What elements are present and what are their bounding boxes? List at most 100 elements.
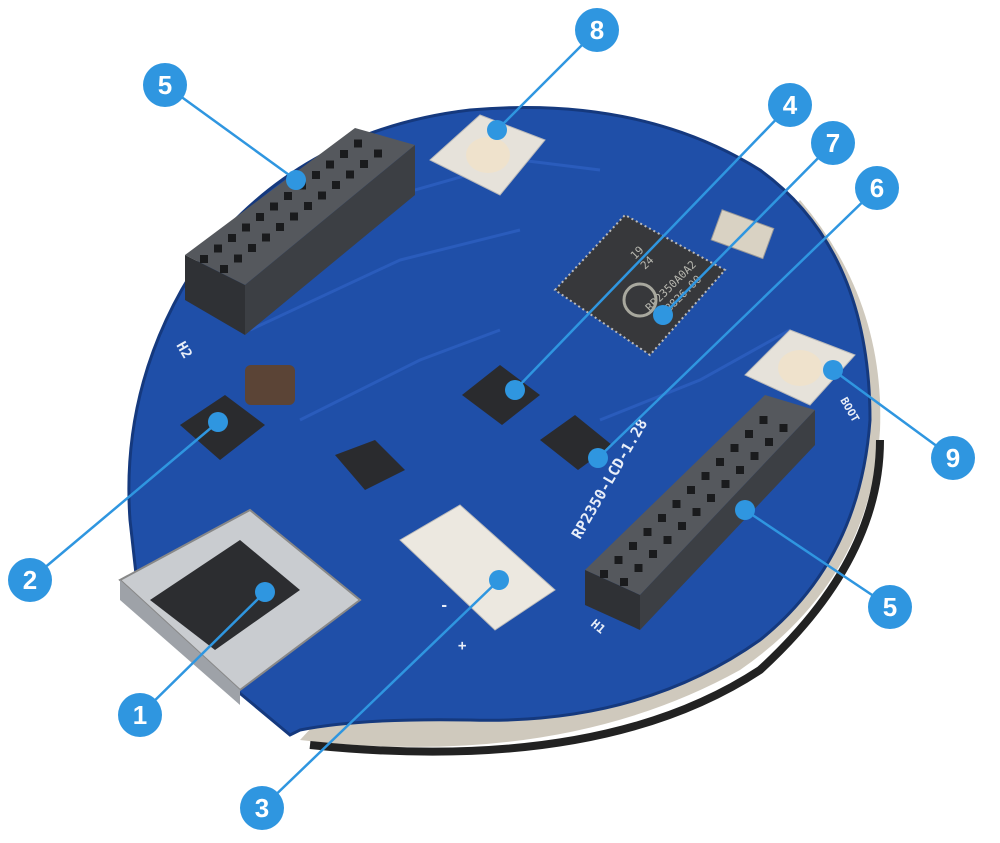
header-pin-hole <box>242 223 250 232</box>
callout-5b: 5 <box>735 500 912 629</box>
callout-badge <box>8 558 52 602</box>
callout-number: 5 <box>158 70 172 100</box>
header-pin-hole <box>759 416 768 424</box>
callout-leader-line <box>514 104 791 391</box>
callout-target-dot <box>588 448 608 468</box>
callout-5a: 5 <box>143 63 306 190</box>
header-pin-hole <box>736 466 744 474</box>
header-pin-hole <box>340 150 348 158</box>
header-pin-hole <box>234 254 242 263</box>
callouts: 5 8 476 9 5 2 1 3 <box>8 8 975 830</box>
boot-button[interactable] <box>744 329 856 406</box>
header-pin-hole <box>284 192 292 200</box>
header-pin-hole <box>765 438 773 446</box>
callout-8: 8 <box>487 8 619 140</box>
display-back <box>309 439 884 756</box>
header-pin-hole <box>730 444 739 452</box>
inductor <box>245 365 295 405</box>
callout-leader-line <box>597 187 878 459</box>
header-pin-hole <box>200 255 208 263</box>
header-pin-hole <box>374 149 382 158</box>
callout-number: 2 <box>23 565 37 595</box>
header-pin-hole <box>614 556 623 564</box>
callout-badge <box>143 63 187 107</box>
header-pin-hole <box>672 500 681 508</box>
callout-target-dot <box>255 582 275 602</box>
callout-badge <box>768 83 812 127</box>
callout-2: 2 <box>8 412 228 602</box>
header-pin-hole <box>318 191 326 200</box>
callout-target-dot <box>208 412 228 432</box>
callout-number: 1 <box>133 700 147 730</box>
header-h2 <box>185 128 415 335</box>
header-pin-hole <box>326 160 334 169</box>
pcb-traces <box>249 158 791 422</box>
callout-target-dot <box>489 570 509 590</box>
callout-target-dot <box>735 500 755 520</box>
callout-leader-line <box>261 579 500 809</box>
callout-leader-line <box>496 29 598 131</box>
battery-connector[interactable]: - + <box>399 504 556 654</box>
callout-7: 7 <box>653 121 855 325</box>
callout-number: 5 <box>883 592 897 622</box>
callout-target-dot <box>487 120 507 140</box>
battery-minus-label: - <box>440 598 448 614</box>
header-pin-hole <box>256 213 264 221</box>
header-pin-hole <box>346 170 354 179</box>
header-pin-hole <box>707 494 715 502</box>
usb-c-connector[interactable] <box>118 508 362 705</box>
header-pin-hole <box>663 536 672 544</box>
callout-6: 6 <box>588 166 899 468</box>
callout-leader-line <box>832 368 954 460</box>
callout-badge <box>575 8 619 52</box>
header-pin-hole <box>745 430 753 438</box>
header-pin-hole <box>360 160 368 168</box>
callout-target-dot <box>653 305 673 325</box>
regulator-chip <box>335 440 405 490</box>
header-pin-hole <box>228 234 236 242</box>
reset-button[interactable] <box>429 114 546 196</box>
callout-number: 7 <box>826 128 840 158</box>
header-pin-hole <box>354 139 362 148</box>
callout-badge <box>240 786 284 830</box>
header-pin-hole <box>658 514 666 522</box>
callout-leader-line <box>164 83 297 182</box>
callout-badge <box>811 121 855 165</box>
header-pin-hole <box>716 458 724 466</box>
header-pin-hole <box>620 578 628 586</box>
header-pin-hole <box>220 265 228 273</box>
callout-number: 3 <box>255 793 269 823</box>
callout-4: 4 <box>505 83 812 400</box>
header-pin-hole <box>214 244 222 253</box>
callout-target-dot <box>286 170 306 190</box>
callout-leader-line <box>744 508 891 609</box>
callout-number: 8 <box>590 15 604 45</box>
callout-leader-line <box>139 591 266 716</box>
header-h1 <box>585 395 815 630</box>
header-pin-hole <box>332 181 340 189</box>
header-pin-hole <box>721 480 730 488</box>
callout-badge <box>118 693 162 737</box>
callout-number: 6 <box>870 173 884 203</box>
header-pin-hole <box>779 424 788 432</box>
callout-1: 1 <box>118 582 275 737</box>
callout-target-dot <box>505 380 525 400</box>
callout-target-dot <box>823 360 843 380</box>
header-pin-hole <box>701 472 710 480</box>
callout-number: 9 <box>946 443 960 473</box>
header-pin-hole <box>600 570 608 578</box>
header-pin-hole <box>270 202 278 211</box>
header-pin-hole <box>750 452 759 460</box>
callout-badge <box>855 166 899 210</box>
header-pin-hole <box>649 550 657 558</box>
header-pin-hole <box>643 528 652 536</box>
header-pin-hole <box>262 233 270 242</box>
callout-badge <box>931 436 975 480</box>
header-pin-hole <box>248 244 256 252</box>
callout-9: 9 <box>823 360 975 480</box>
header-h2-label: H2 <box>173 339 195 362</box>
callout-leader-line <box>662 142 834 316</box>
callout-3: 3 <box>240 570 509 830</box>
battery-plus-label: + <box>458 638 466 654</box>
